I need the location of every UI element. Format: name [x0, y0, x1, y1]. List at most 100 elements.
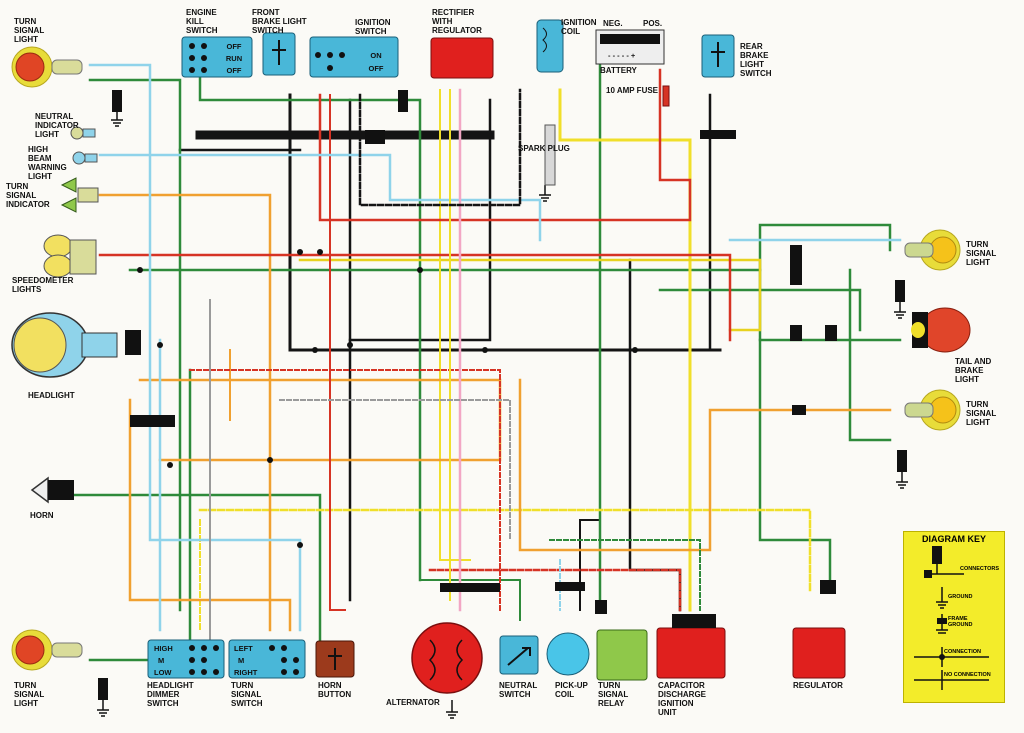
wire-orange-rear-right — [518, 378, 892, 552]
wires — [68, 58, 902, 662]
harness-bar-turn — [130, 415, 175, 427]
lamp-headlight — [11, 312, 118, 378]
kill-label-2: OFF — [227, 66, 242, 75]
label-fuse: 10 AMP FUSE — [606, 86, 659, 95]
key-title: DIAGRAM KEY — [921, 534, 986, 544]
lamp-speedometer — [43, 234, 97, 278]
wire-green-rear-left — [88, 368, 192, 662]
key-ground: GROUND — [948, 594, 973, 600]
harness-bar-pickup — [555, 582, 585, 591]
label-speedometer: SPEEDOMETER LIGHTS — [12, 276, 74, 294]
wire-black-cdi — [628, 258, 682, 612]
wire-red-alternator — [428, 568, 682, 612]
ignition-label-1: OFF — [369, 64, 384, 73]
key-no-connection: NO CONNECTION — [944, 672, 991, 678]
wire-gray-striped — [279, 399, 511, 541]
wire-black-main — [288, 93, 722, 352]
lamp-neutral-indicator — [70, 126, 96, 140]
wire-green-kill — [198, 68, 422, 582]
ignition-coil — [536, 19, 564, 186]
connector-right-tail — [790, 325, 802, 341]
label-turn-indicator: TURN SIGNAL INDICATOR — [6, 182, 50, 209]
front-brake-switch — [262, 32, 296, 76]
connector-headlight — [125, 330, 141, 355]
regulator-unit — [792, 627, 846, 679]
label-turn-signal-rear-right: TURN SIGNAL LIGHT — [966, 400, 997, 427]
label-engine-kill: ENGINE KILL SWITCH — [186, 8, 218, 35]
harness-bar-rear — [700, 130, 736, 139]
wire-orange-indicator — [98, 193, 272, 632]
wire-red-speedo — [98, 253, 732, 342]
wire-yellow-coil — [558, 88, 692, 612]
horn — [30, 476, 74, 504]
connector-regulator — [820, 580, 836, 594]
label-cdi-unit: CAPACITOR DISCHARGE IGNITION UNIT — [658, 681, 707, 717]
horn-button — [315, 640, 355, 678]
diagram-key: DIAGRAM KEY CONNECTORS GROUND FRAME GROU… — [903, 531, 1005, 703]
kill-label-0: OFF — [227, 42, 242, 51]
headlight-dimmer-switch: HIGH M LOW — [147, 639, 225, 679]
wire-black-white-striped — [358, 88, 522, 207]
fuse — [662, 85, 670, 107]
lamp-high-beam — [72, 151, 98, 165]
label-battery-neg: NEG. — [603, 19, 623, 28]
key-connection: CONNECTION — [944, 649, 981, 655]
wire-red-horn — [329, 94, 346, 611]
connector-ignition — [398, 90, 408, 112]
rear-brake-switch — [701, 34, 735, 78]
label-tail-brake: TAIL AND BRAKE LIGHT — [955, 357, 992, 384]
label-regulator: REGULATOR — [793, 681, 843, 690]
wire-green-neutral-sw — [419, 579, 521, 621]
turn-signal-relay — [596, 629, 648, 681]
wire-green-signal-right — [128, 223, 892, 272]
connector-right-upper — [790, 245, 802, 285]
label-pickup-coil: PICK-UP COIL — [555, 681, 588, 699]
wire-green-rear-right — [848, 268, 892, 442]
label-front-brake: FRONT BRAKE LIGHT SWITCH — [252, 8, 307, 35]
label-turn-signal-relay: TURN SIGNAL RELAY — [598, 681, 629, 708]
label-spark-plug: SPARK PLUG — [518, 144, 570, 153]
label-turn-signal-front-right: TURN SIGNAL LIGHT — [966, 240, 997, 267]
label-rear-brake: REAR BRAKE LIGHT SWITCH — [740, 42, 772, 78]
turn-signal-switch: LEFT M RIGHT — [228, 639, 306, 679]
connector-rl-ground — [98, 678, 108, 700]
harness-bar-alternator — [440, 583, 500, 592]
label-ignition-coil: IGNITION COIL — [561, 18, 597, 36]
lamp-turn-indicator — [60, 177, 99, 213]
cdi-unit — [656, 614, 726, 679]
connector-rr-ground — [897, 450, 907, 472]
rectifier-regulator — [430, 37, 494, 79]
label-high-beam: HIGH BEAM WARNING LIGHT — [28, 145, 67, 181]
turn-label-2: RIGHT — [234, 668, 258, 677]
label-turn-signal-rear-left: TURN SIGNAL LIGHT — [14, 681, 45, 708]
lamp-turn-rr — [904, 389, 961, 431]
label-horn: HORN — [30, 511, 54, 520]
engine-kill-switch: OFF RUN OFF — [181, 36, 253, 78]
label-dimmer-switch: HEADLIGHT DIMMER SWITCH — [147, 681, 194, 708]
wire-yellow-rectifier — [439, 89, 471, 561]
key-frame-ground: FRAME GROUND — [948, 616, 973, 628]
harness-bars — [98, 90, 907, 700]
label-neutral-indicator: NEUTRAL INDICATOR LIGHT — [35, 112, 79, 139]
label-turn-signal-front-left: TURN SIGNAL LIGHT — [14, 17, 45, 44]
connector-turn-fl — [112, 90, 122, 112]
turn-label-0: LEFT — [234, 644, 253, 653]
wire-yellow-signal — [298, 258, 762, 332]
label-alternator: ALTERNATOR — [386, 698, 440, 707]
lamp-turn-rl — [11, 629, 83, 671]
connector-tail-ground — [895, 280, 905, 302]
wire-green-left — [88, 78, 182, 612]
label-battery-pos: POS. — [643, 19, 663, 28]
harness-bar-ignition — [365, 130, 385, 144]
label-battery: BATTERY — [600, 66, 637, 75]
key-symbols — [914, 546, 989, 690]
wire-orange-loop — [138, 378, 502, 462]
wire-green-striped — [549, 539, 701, 611]
turn-label-1: M — [238, 656, 244, 665]
wire-red-dashed — [189, 369, 501, 611]
wire-blue-highbeam — [98, 153, 542, 242]
connector-tail-2 — [825, 325, 837, 341]
dimmer-label-1: M — [158, 656, 164, 665]
